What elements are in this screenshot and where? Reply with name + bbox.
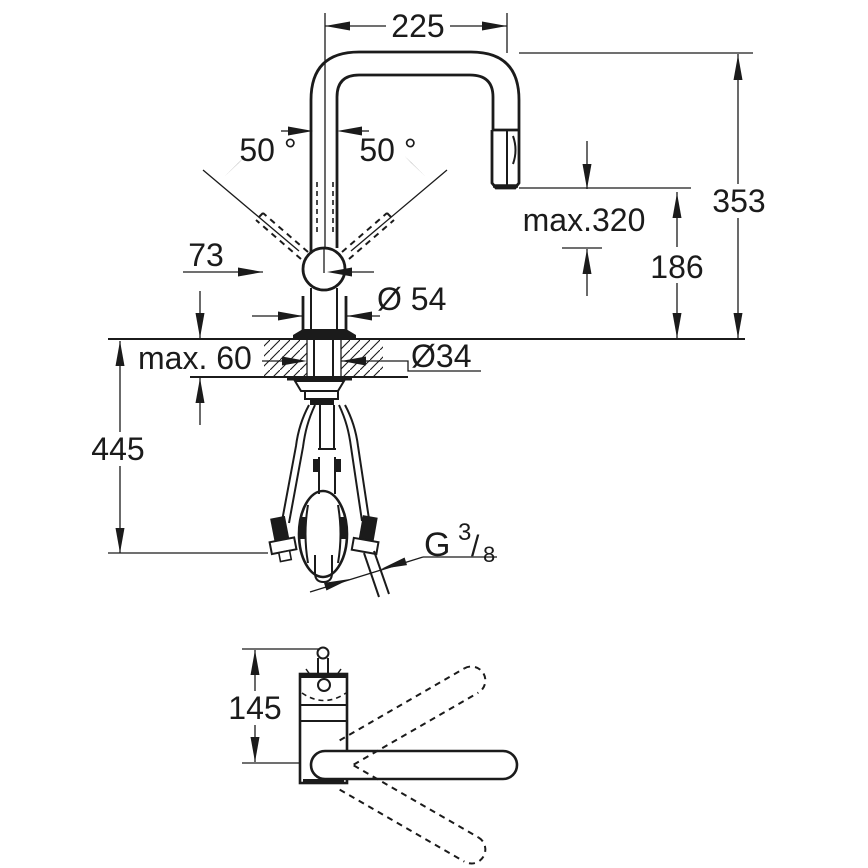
- lever-swing-range: [255, 212, 395, 260]
- dim-hole-diameter: Ø34: [411, 338, 471, 374]
- thread-slash: /: [471, 530, 480, 563]
- mounting-shank: [287, 339, 352, 405]
- dim-lever-offset: 73: [188, 237, 224, 273]
- dim-total-height: 353: [712, 183, 765, 219]
- dim-outlet-height: 186: [650, 249, 703, 285]
- spout-outer: [309, 50, 521, 253]
- top-view-lever-range: [339, 665, 487, 865]
- dim-spout-width: 225: [391, 8, 444, 44]
- dimension-lever-length: 145: [223, 648, 319, 764]
- pull-out-spray-head: [490, 128, 521, 190]
- left-hose-fitting: [268, 515, 298, 563]
- dim-deck-thickness: max. 60: [138, 340, 252, 376]
- hose-plug: [314, 555, 333, 584]
- thread-g: G: [424, 526, 450, 564]
- supply-hoses: [268, 404, 390, 598]
- dim-below-deck: 445: [91, 431, 144, 467]
- dim-base-diameter: Ø 54: [377, 281, 446, 317]
- dim-lever-length: 145: [228, 690, 281, 726]
- hose-weight: [297, 489, 349, 584]
- top-view: 145: [223, 646, 519, 865]
- dim-swivel-left: 50 °: [239, 132, 296, 168]
- thread-sup: 3: [458, 519, 471, 546]
- faucet-body: [255, 50, 521, 405]
- front-view: 225 50 ° 50 ° 73 Ø 54 max.320 353 186 ma…: [85, 8, 773, 598]
- thread-label: G 3 / 8: [424, 519, 495, 567]
- spout-inner: [335, 73, 495, 248]
- dimension-labels: 225 50 ° 50 ° 73 Ø 54 max.320 353 186 ma…: [91, 8, 765, 567]
- dim-pullout-extension: max.320: [523, 202, 646, 238]
- pin-end: [316, 646, 330, 660]
- right-hose-fitting: [350, 515, 380, 556]
- top-view-lever: [309, 749, 519, 781]
- arrowheads: [115, 21, 743, 591]
- thread-sub: 8: [483, 542, 495, 567]
- base-escutcheon: [293, 288, 356, 340]
- dim-swivel-right: 50 °: [359, 132, 416, 168]
